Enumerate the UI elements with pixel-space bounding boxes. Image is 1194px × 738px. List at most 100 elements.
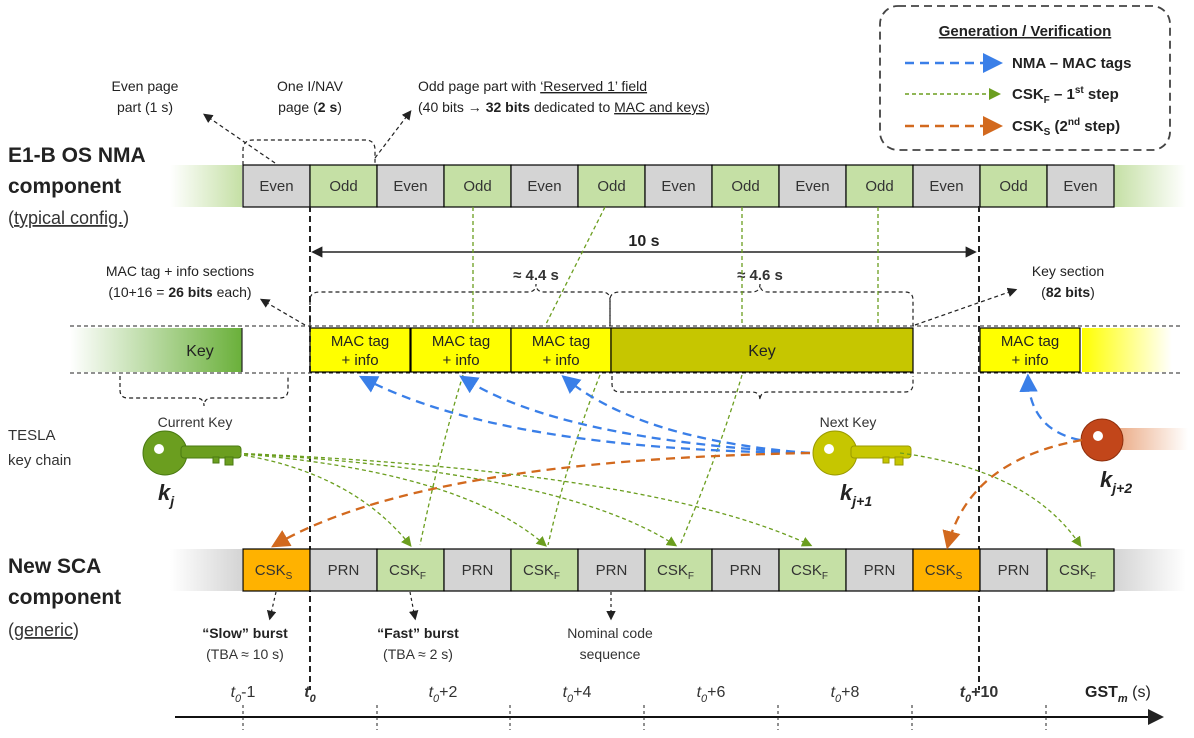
kj-label: kj [158,480,175,509]
axis-tick-label: t0+4 [563,684,592,705]
sca-fade-left [170,549,242,591]
fast-arrow [408,591,419,621]
legend-item-cskf: CSKF – 1st step [1012,85,1119,106]
sca-cell-csk [778,548,847,592]
legend-item-mac: NMA – MAC tags [1012,55,1131,72]
key-section [610,327,914,373]
even-part-line2: part (1 s) [117,99,173,115]
mac-info-label: + info [341,352,378,369]
even-part-arrow [203,113,276,164]
sca-cell-label: PRN [864,562,896,579]
axis-tick-label: t0+2 [429,684,458,705]
kj1-label: kj+1 [840,480,872,509]
section-fade-right [1082,328,1172,372]
mac-info-label: + info [542,352,579,369]
key-section-line1: Key section [1032,263,1104,279]
brace-4-4 [309,283,611,326]
nma-cell-label: Even [929,178,963,195]
legend-frame [879,5,1171,151]
sca-cell-label: PRN [328,562,360,579]
sca-cell-label: PRN [596,562,628,579]
slow-line1: “Slow” burst [202,625,288,641]
sca-fade-right [1114,549,1186,591]
key-j2-icon [1080,418,1124,462]
axis-tick-label: t0-1 [231,684,256,705]
nma-cell-label: Odd [999,178,1027,195]
nma-cell-label: Even [393,178,427,195]
odd-part-arrow [374,110,412,159]
nma-cell-label: Even [1063,178,1097,195]
mac-info-line2: (10+16 = 26 bits each) [108,284,251,300]
sca-title-1: New SCA [8,555,101,578]
legend-item-csks: CSKS (2nd step) [1012,117,1120,138]
current-key-icon [142,430,242,476]
nma-cell-odd [845,164,914,208]
odd-to-section-lines [472,206,879,327]
mac-tag-section [979,327,1081,373]
nma-cell-even [912,164,981,208]
nma-cell-even [778,164,847,208]
nma-cell-odd [711,164,780,208]
label-4-4: ≈ 4.4 s [513,267,559,284]
nma-subtitle: (typical config.) [8,208,129,228]
sca-cell-csk [912,548,981,592]
mac-info-arrow [259,298,306,326]
next-key-icon [812,430,912,476]
inav-line2: page (2 s) [278,99,342,115]
nma-cell-label: Odd [329,178,357,195]
label-4-6: ≈ 4.6 s [737,267,783,284]
sca-cell-label: CSKF [791,562,828,582]
even-part-line1: Even page [112,78,179,94]
fast-line1: “Fast” burst [377,625,459,641]
nma-cell-label: Odd [597,178,625,195]
mac-tag-section [510,327,612,373]
sca-cell-label: CSKS [255,562,293,582]
next-key-brace [611,376,914,401]
mac-tag-label: MAC tag [1001,333,1059,350]
sca-cell-prn [845,548,914,592]
nma-title-2: component [8,175,121,198]
sca-cell-csk [510,548,579,592]
sca-cell-prn [979,548,1048,592]
inav-line1: One I/NAV [277,78,344,94]
mac-info-label: + info [442,352,479,369]
current-key-brace [119,376,289,407]
sca-cell-label: CSKS [925,562,963,582]
sca-cell-label: CSKF [657,562,694,582]
brace-4-6 [609,283,914,326]
nominal-line2: sequence [580,646,641,662]
sca-cell-label: PRN [998,562,1030,579]
sca-cell-csk [376,548,445,592]
mac-tag-label: MAC tag [432,333,490,350]
fast-line2: (TBA ≈ 2 s) [383,646,453,662]
tesla-label-1: TESLA [8,427,56,444]
nma-cell-even [1046,164,1115,208]
odd-part-line2: (40 bits → 32 bits dedicated to MAC and … [418,99,710,115]
key-left-label: Key [186,343,214,360]
sca-subtitle: (generic) [8,620,79,640]
nma-cell-label: Odd [865,178,893,195]
ten-s-label: 10 s [628,233,659,250]
legend: Generation / Verification NMA – MAC tags… [879,5,1171,151]
sca-cell-csk [644,548,713,592]
odd-part-line1: Odd page part with ‘Reserved 1’ field [418,78,647,94]
key-to-csks-lines [271,438,1083,550]
sca-cell-label: CSKF [389,562,426,582]
key-j2-tail [1110,428,1188,450]
nma-fade-left [170,165,242,207]
mac-info-label: + info [1011,352,1048,369]
nma-cell-label: Even [795,178,829,195]
next-key-to-mac-lines [358,373,1081,455]
nma-cell-even [242,164,311,208]
axis-tick-label: t0+6 [697,684,726,705]
kj2-label: kj+2 [1100,467,1132,496]
nma-cell-label: Odd [731,178,759,195]
legend-title: Generation / Verification [939,23,1112,40]
sca-cell-csk [242,548,311,592]
axis-tick-label: t0+10 [960,684,999,705]
